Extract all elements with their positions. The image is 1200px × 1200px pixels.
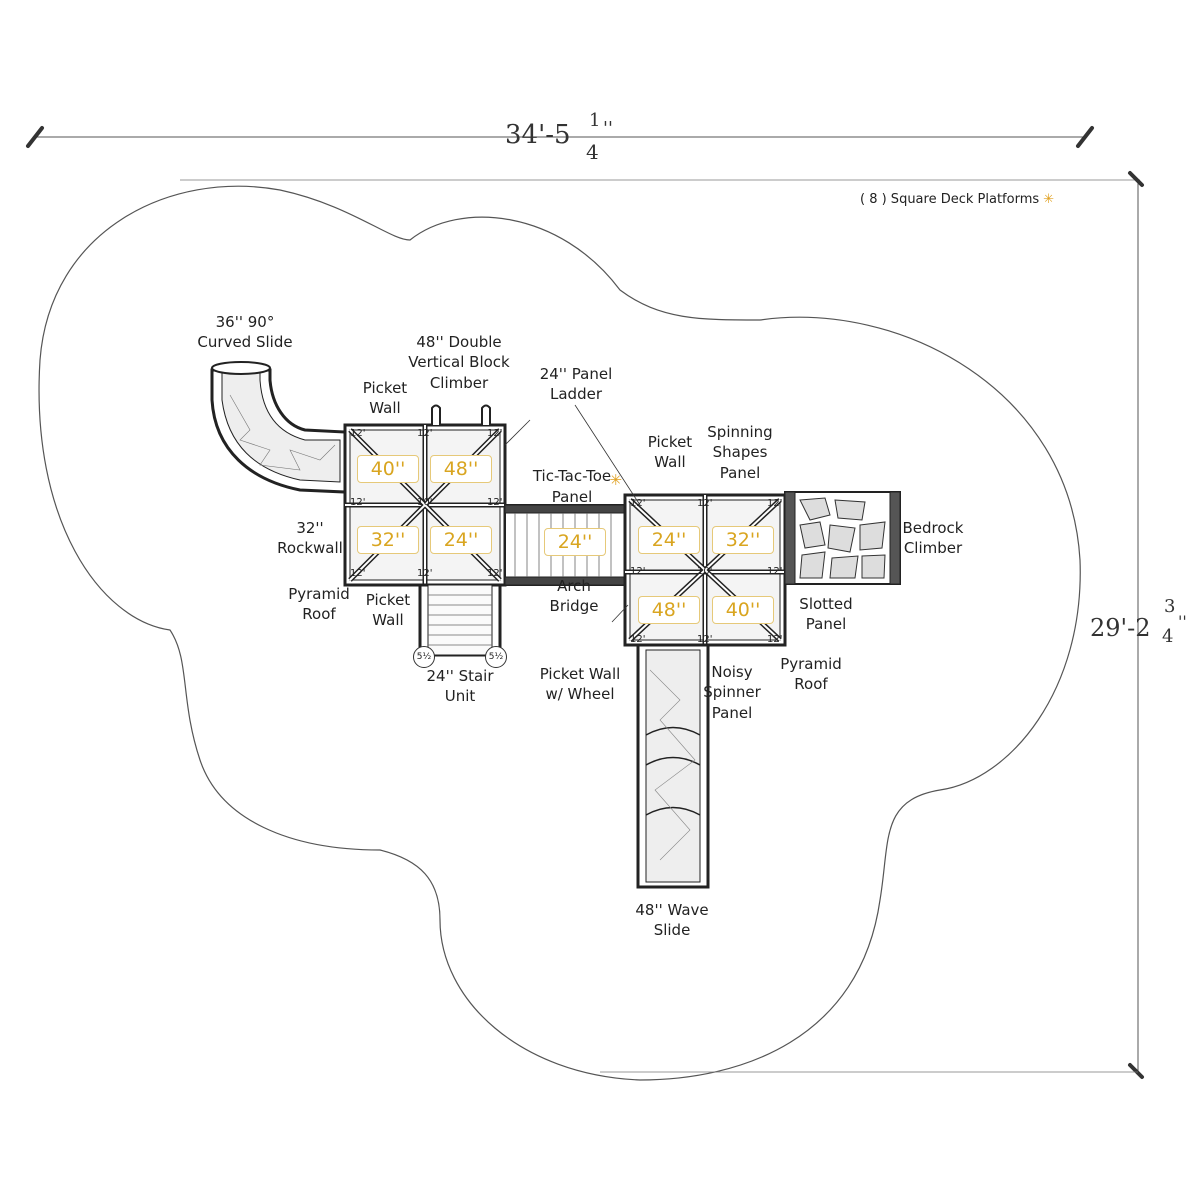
label-wave-slide: 48'' Wave Slide bbox=[635, 901, 709, 940]
post-label: 10' bbox=[417, 497, 433, 508]
deck-height-24-right: 24'' bbox=[638, 526, 700, 554]
deck-height-40-left: 40'' bbox=[357, 455, 419, 483]
label-tictactoe-text: Tic-Tac-Toe Panel bbox=[532, 467, 612, 506]
deck-height-32-left: 32'' bbox=[357, 526, 419, 554]
label-slotted-panel: Slotted Panel bbox=[799, 595, 853, 634]
label-arch-bridge: Arch Bridge bbox=[549, 577, 599, 616]
post-label: 12' bbox=[630, 634, 646, 645]
post-label: 10' bbox=[697, 566, 713, 577]
width-dimension-line bbox=[26, 126, 1140, 181]
post-label: 12' bbox=[417, 428, 433, 439]
deck-platforms-note: ( 8 ) Square Deck Platforms ✳ bbox=[860, 192, 1054, 207]
bedrock-climber bbox=[784, 491, 901, 585]
label-stair-unit: 24'' Stair Unit bbox=[426, 667, 494, 706]
deck-height-24-left: 24'' bbox=[430, 526, 492, 554]
label-tictactoe-panel: Tic-Tac-Toe Panel✳ bbox=[522, 446, 622, 507]
deck-height-48-right: 48'' bbox=[638, 596, 700, 624]
post-label: 12' bbox=[697, 634, 713, 645]
block-climber bbox=[431, 404, 491, 425]
post-label: 12' bbox=[487, 428, 503, 439]
label-pyramid-roof-right: Pyramid Roof bbox=[780, 655, 842, 694]
deck-height-48-left: 48'' bbox=[430, 455, 492, 483]
label-spinning-shapes-panel: Spinning Shapes Panel bbox=[707, 423, 773, 482]
label-panel-ladder: 24'' Panel Ladder bbox=[539, 365, 613, 404]
width-dimension-numerator: 1 bbox=[589, 110, 601, 131]
label-block-climber: 48'' Double Vertical Block Climber bbox=[408, 333, 510, 392]
post-label: 12' bbox=[697, 498, 713, 509]
post-label: 12' bbox=[417, 568, 433, 579]
wave-slide bbox=[636, 643, 710, 889]
stair-post-left: 5½ bbox=[413, 646, 435, 668]
label-curved-slide: 36'' 90° Curved Slide bbox=[197, 313, 293, 352]
post-label: 12' bbox=[350, 568, 366, 579]
asterisk-icon-tictactoe: ✳ bbox=[609, 471, 622, 489]
post-label: 12' bbox=[767, 498, 783, 509]
post-label: 12' bbox=[767, 634, 783, 645]
post-label: 12' bbox=[487, 497, 503, 508]
label-picket-wall-bottom-left: Picket Wall bbox=[365, 591, 411, 630]
asterisk-icon: ✳ bbox=[1043, 192, 1055, 207]
post-label: 12' bbox=[350, 497, 366, 508]
deck-platforms-note-text: ( 8 ) Square Deck Platforms bbox=[860, 192, 1040, 207]
label-rockwall: 32'' Rockwall bbox=[277, 519, 343, 558]
height-dimension-denominator: 4 bbox=[1162, 626, 1174, 647]
label-noisy-spinner-panel: Noisy Spinner Panel bbox=[703, 663, 761, 722]
post-label: 12' bbox=[350, 428, 366, 439]
width-dimension-denominator: 4 bbox=[586, 140, 599, 164]
deck-height-32-right: 32'' bbox=[712, 526, 774, 554]
label-bedrock-climber: Bedrock Climber bbox=[902, 519, 964, 558]
label-picket-wall-top-left: Picket Wall bbox=[362, 379, 408, 418]
label-pyramid-roof-left: Pyramid Roof bbox=[288, 585, 350, 624]
label-picket-wall-wheel: Picket Wall w/ Wheel bbox=[539, 665, 621, 704]
width-dimension-whole: 34'-5 bbox=[505, 120, 571, 150]
curved-slide bbox=[210, 361, 347, 494]
height-dimension-numerator: 3 bbox=[1164, 596, 1176, 617]
post-label: 12' bbox=[630, 498, 646, 509]
height-dimension-whole: 29'-2 bbox=[1090, 614, 1151, 642]
width-dimension-inch: '' bbox=[603, 118, 613, 139]
post-label: 12' bbox=[630, 566, 646, 577]
height-dimension-inch: '' bbox=[1178, 612, 1187, 631]
use-zone-boundary bbox=[38, 185, 1081, 1081]
height-dimension-line bbox=[600, 171, 1144, 1079]
deck-height-40-right: 40'' bbox=[712, 596, 774, 624]
post-label: 12' bbox=[767, 566, 783, 577]
stair-post-right: 5½ bbox=[485, 646, 507, 668]
deck-height-24-bridge: 24'' bbox=[544, 528, 606, 556]
stair-unit bbox=[418, 583, 502, 657]
post-label: 12' bbox=[487, 568, 503, 579]
label-picket-wall-top-right: Picket Wall bbox=[647, 433, 693, 472]
